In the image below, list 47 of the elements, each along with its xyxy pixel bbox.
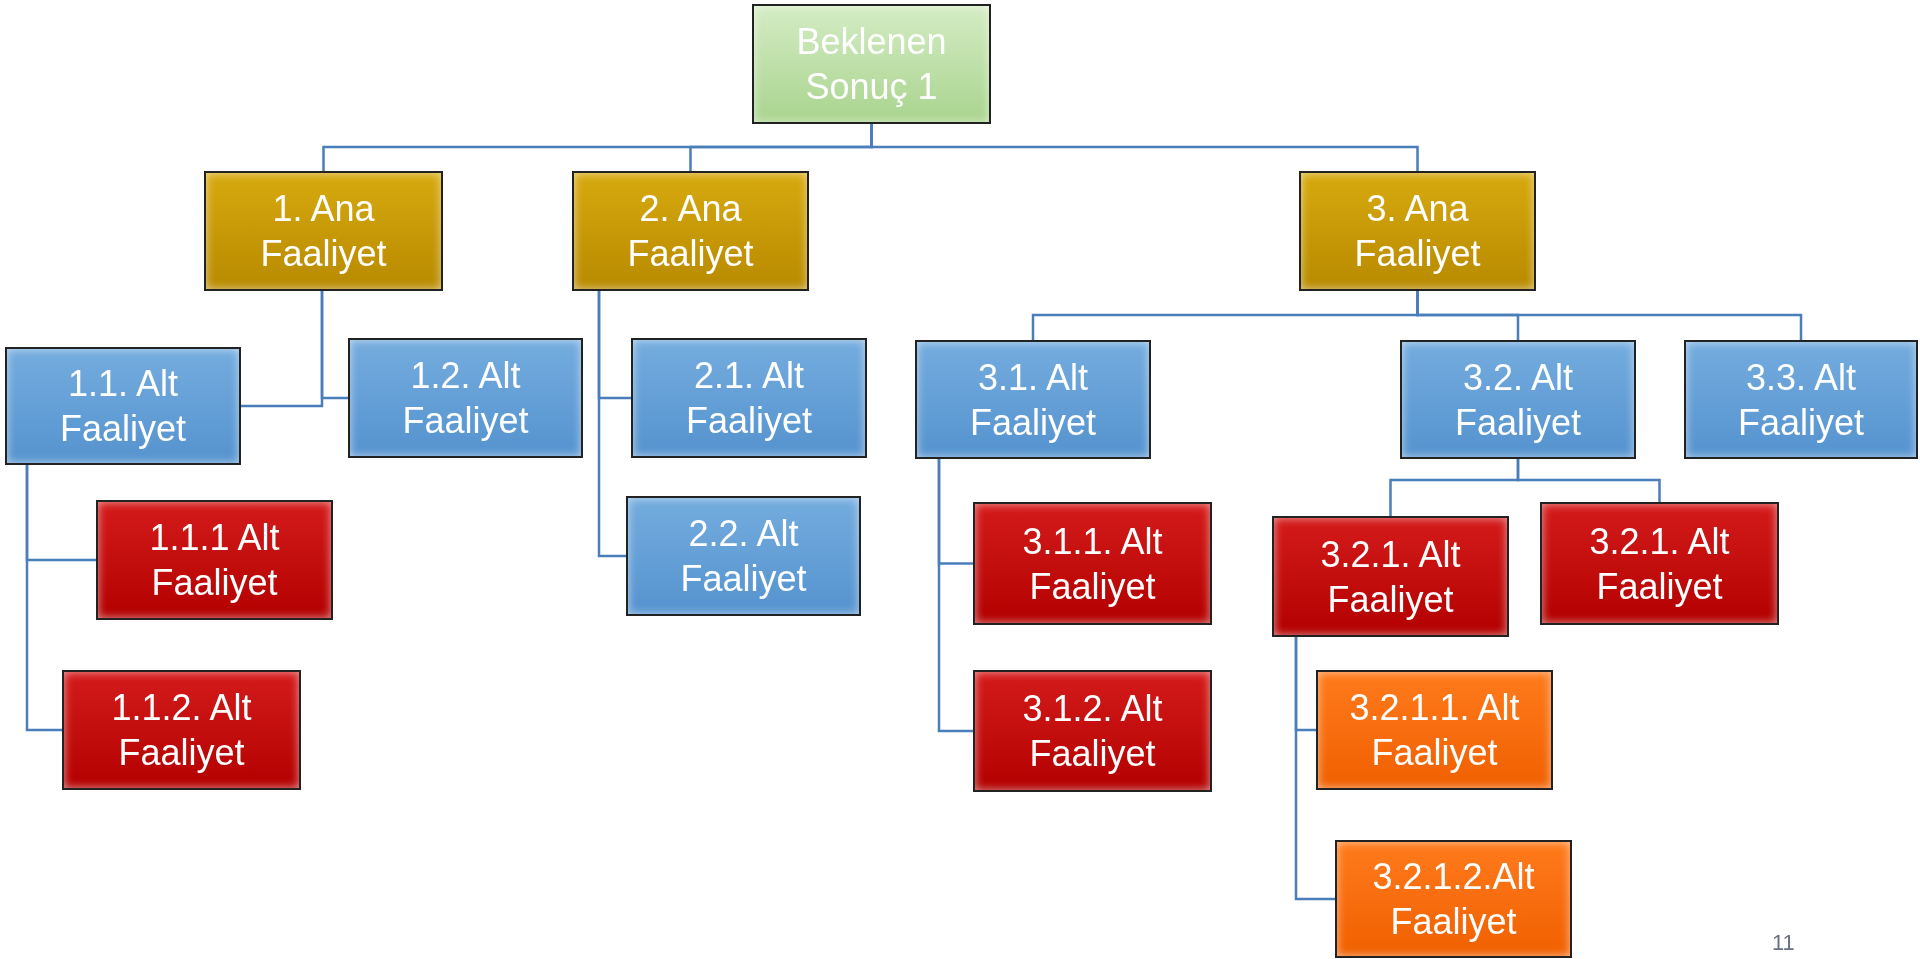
box-label: 1.1. Alt Faaliyet <box>58 362 188 451</box>
connector-line <box>320 291 348 400</box>
activity-box <box>96 500 333 620</box>
box-label: 2.1. Alt Faaliyet <box>684 354 814 443</box>
box-label: 3.3. Alt Faaliyet <box>1736 355 1866 445</box>
box-label: 2.2. Alt Faaliyet <box>679 512 808 601</box>
box-label: 3.1.2. Alt Faaliyet <box>1021 687 1164 776</box>
box-label: 3.2.1. Alt Faaliyet <box>1319 532 1462 622</box>
box-label: 3.2.1. Alt Faaliyet <box>1588 519 1731 609</box>
activity-box <box>915 340 1151 459</box>
activity-box <box>204 171 443 291</box>
connector-line <box>597 291 626 558</box>
connector-line <box>25 465 62 732</box>
connector-line <box>937 459 973 733</box>
activity-box <box>631 338 867 458</box>
box-label: 1.1.1 Alt Faaliyet <box>148 516 281 605</box>
activity-box <box>572 171 809 291</box>
activity-box <box>752 4 991 124</box>
activity-box <box>62 670 301 790</box>
activity-box <box>973 670 1212 792</box>
box-label: 2. Ana Faaliyet <box>626 187 755 276</box>
activity-box <box>1540 502 1779 625</box>
activity-box <box>973 502 1212 625</box>
activity-box <box>1400 340 1636 459</box>
activity-box <box>5 347 241 465</box>
activity-box <box>348 338 583 458</box>
box-label: 1.2. Alt Faaliyet <box>401 354 530 443</box>
box-label: 3.2.1.1. Alt Faaliyet <box>1348 686 1521 775</box>
connector-line <box>1516 459 1661 502</box>
box-label: 1. Ana Faaliyet <box>259 187 388 276</box>
box-label: 3.2. Alt Faaliyet <box>1453 355 1583 445</box>
box-label: 1.1.2. Alt Faaliyet <box>110 686 253 775</box>
box-label: 3.1. Alt Faaliyet <box>968 355 1098 445</box>
box-label: Beklenen Sonuç 1 <box>795 20 948 109</box>
connector-line <box>1416 291 1803 340</box>
box-label: 3.2.1.2.Alt Faaliyet <box>1371 855 1536 944</box>
connector-line <box>1294 637 1335 901</box>
box-label: 3.1.1. Alt Faaliyet <box>1021 519 1164 609</box>
activity-box <box>626 496 861 616</box>
activity-box <box>1272 516 1509 637</box>
activity-box <box>1684 340 1918 459</box>
page-number: 11 <box>1772 932 1795 954</box>
activity-box <box>1316 670 1553 790</box>
activity-box <box>1299 171 1536 291</box>
connector-line <box>870 124 1419 171</box>
activity-box <box>1335 840 1572 958</box>
box-label: 3. Ana Faaliyet <box>1353 187 1482 276</box>
